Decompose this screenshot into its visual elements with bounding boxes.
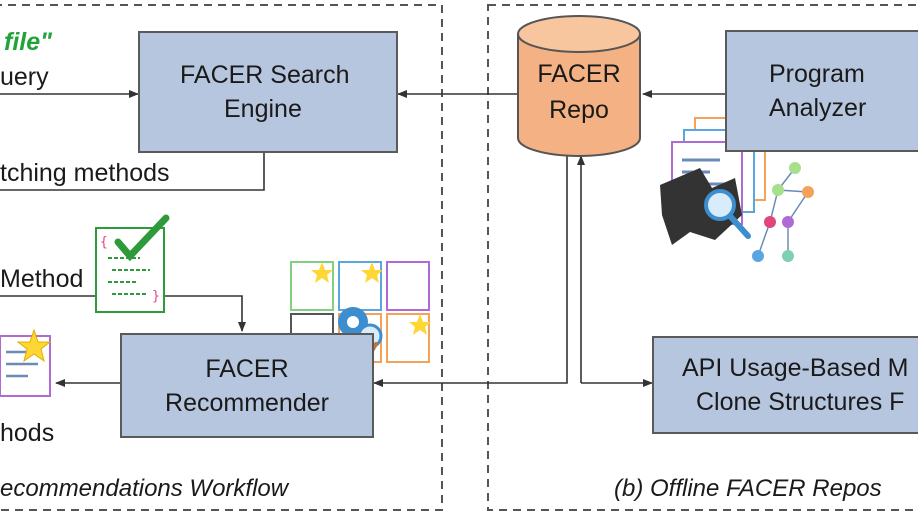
query-label: uery: [0, 63, 49, 91]
api-clone-box: API Usage-Based M Clone Structures F: [652, 336, 918, 434]
program-analyzer-line1: Program: [769, 60, 865, 88]
output-methods-icon: [0, 328, 52, 397]
caption-right: (b) Offline FACER Repos: [614, 475, 882, 502]
program-analyzer-box: Program Analyzer: [725, 30, 918, 152]
methods-output-label: hods: [0, 419, 55, 447]
right-panel-border: [487, 4, 918, 511]
matching-methods-label: tching methods: [0, 159, 170, 187]
recommender-box: FACER Recommender: [120, 333, 374, 438]
program-analyzer-line2: Analyzer: [769, 94, 867, 122]
query-text: file": [4, 28, 52, 56]
method-checklist-icon: { }: [95, 214, 170, 313]
svg-text:{: {: [100, 235, 108, 250]
api-clone-line1: API Usage-Based M: [682, 354, 909, 382]
recommender-line2: Recommender: [165, 388, 329, 417]
left-panel-border: [0, 4, 443, 511]
repo-line1: FACER: [537, 60, 621, 88]
recommender-line1: FACER: [205, 354, 289, 383]
method-label: Method: [0, 265, 84, 293]
line-search-to-matching: [0, 152, 265, 191]
caption-left: ecommendations Workflow: [0, 475, 289, 502]
search-engine-box: FACER Search Engine: [138, 31, 398, 153]
repo-line2: Repo: [549, 96, 609, 124]
api-clone-line2: Clone Structures F: [696, 388, 905, 416]
arrow-method-to-recommender: [0, 295, 246, 332]
repo-cylinder: [517, 15, 641, 157]
repo-label: FACER Repo: [518, 56, 640, 128]
svg-text:}: }: [152, 289, 160, 304]
arrow-repo-to-recommender: [373, 155, 568, 387]
search-engine-line1: FACER Search: [180, 61, 350, 89]
search-engine-line2: Engine: [224, 95, 302, 123]
